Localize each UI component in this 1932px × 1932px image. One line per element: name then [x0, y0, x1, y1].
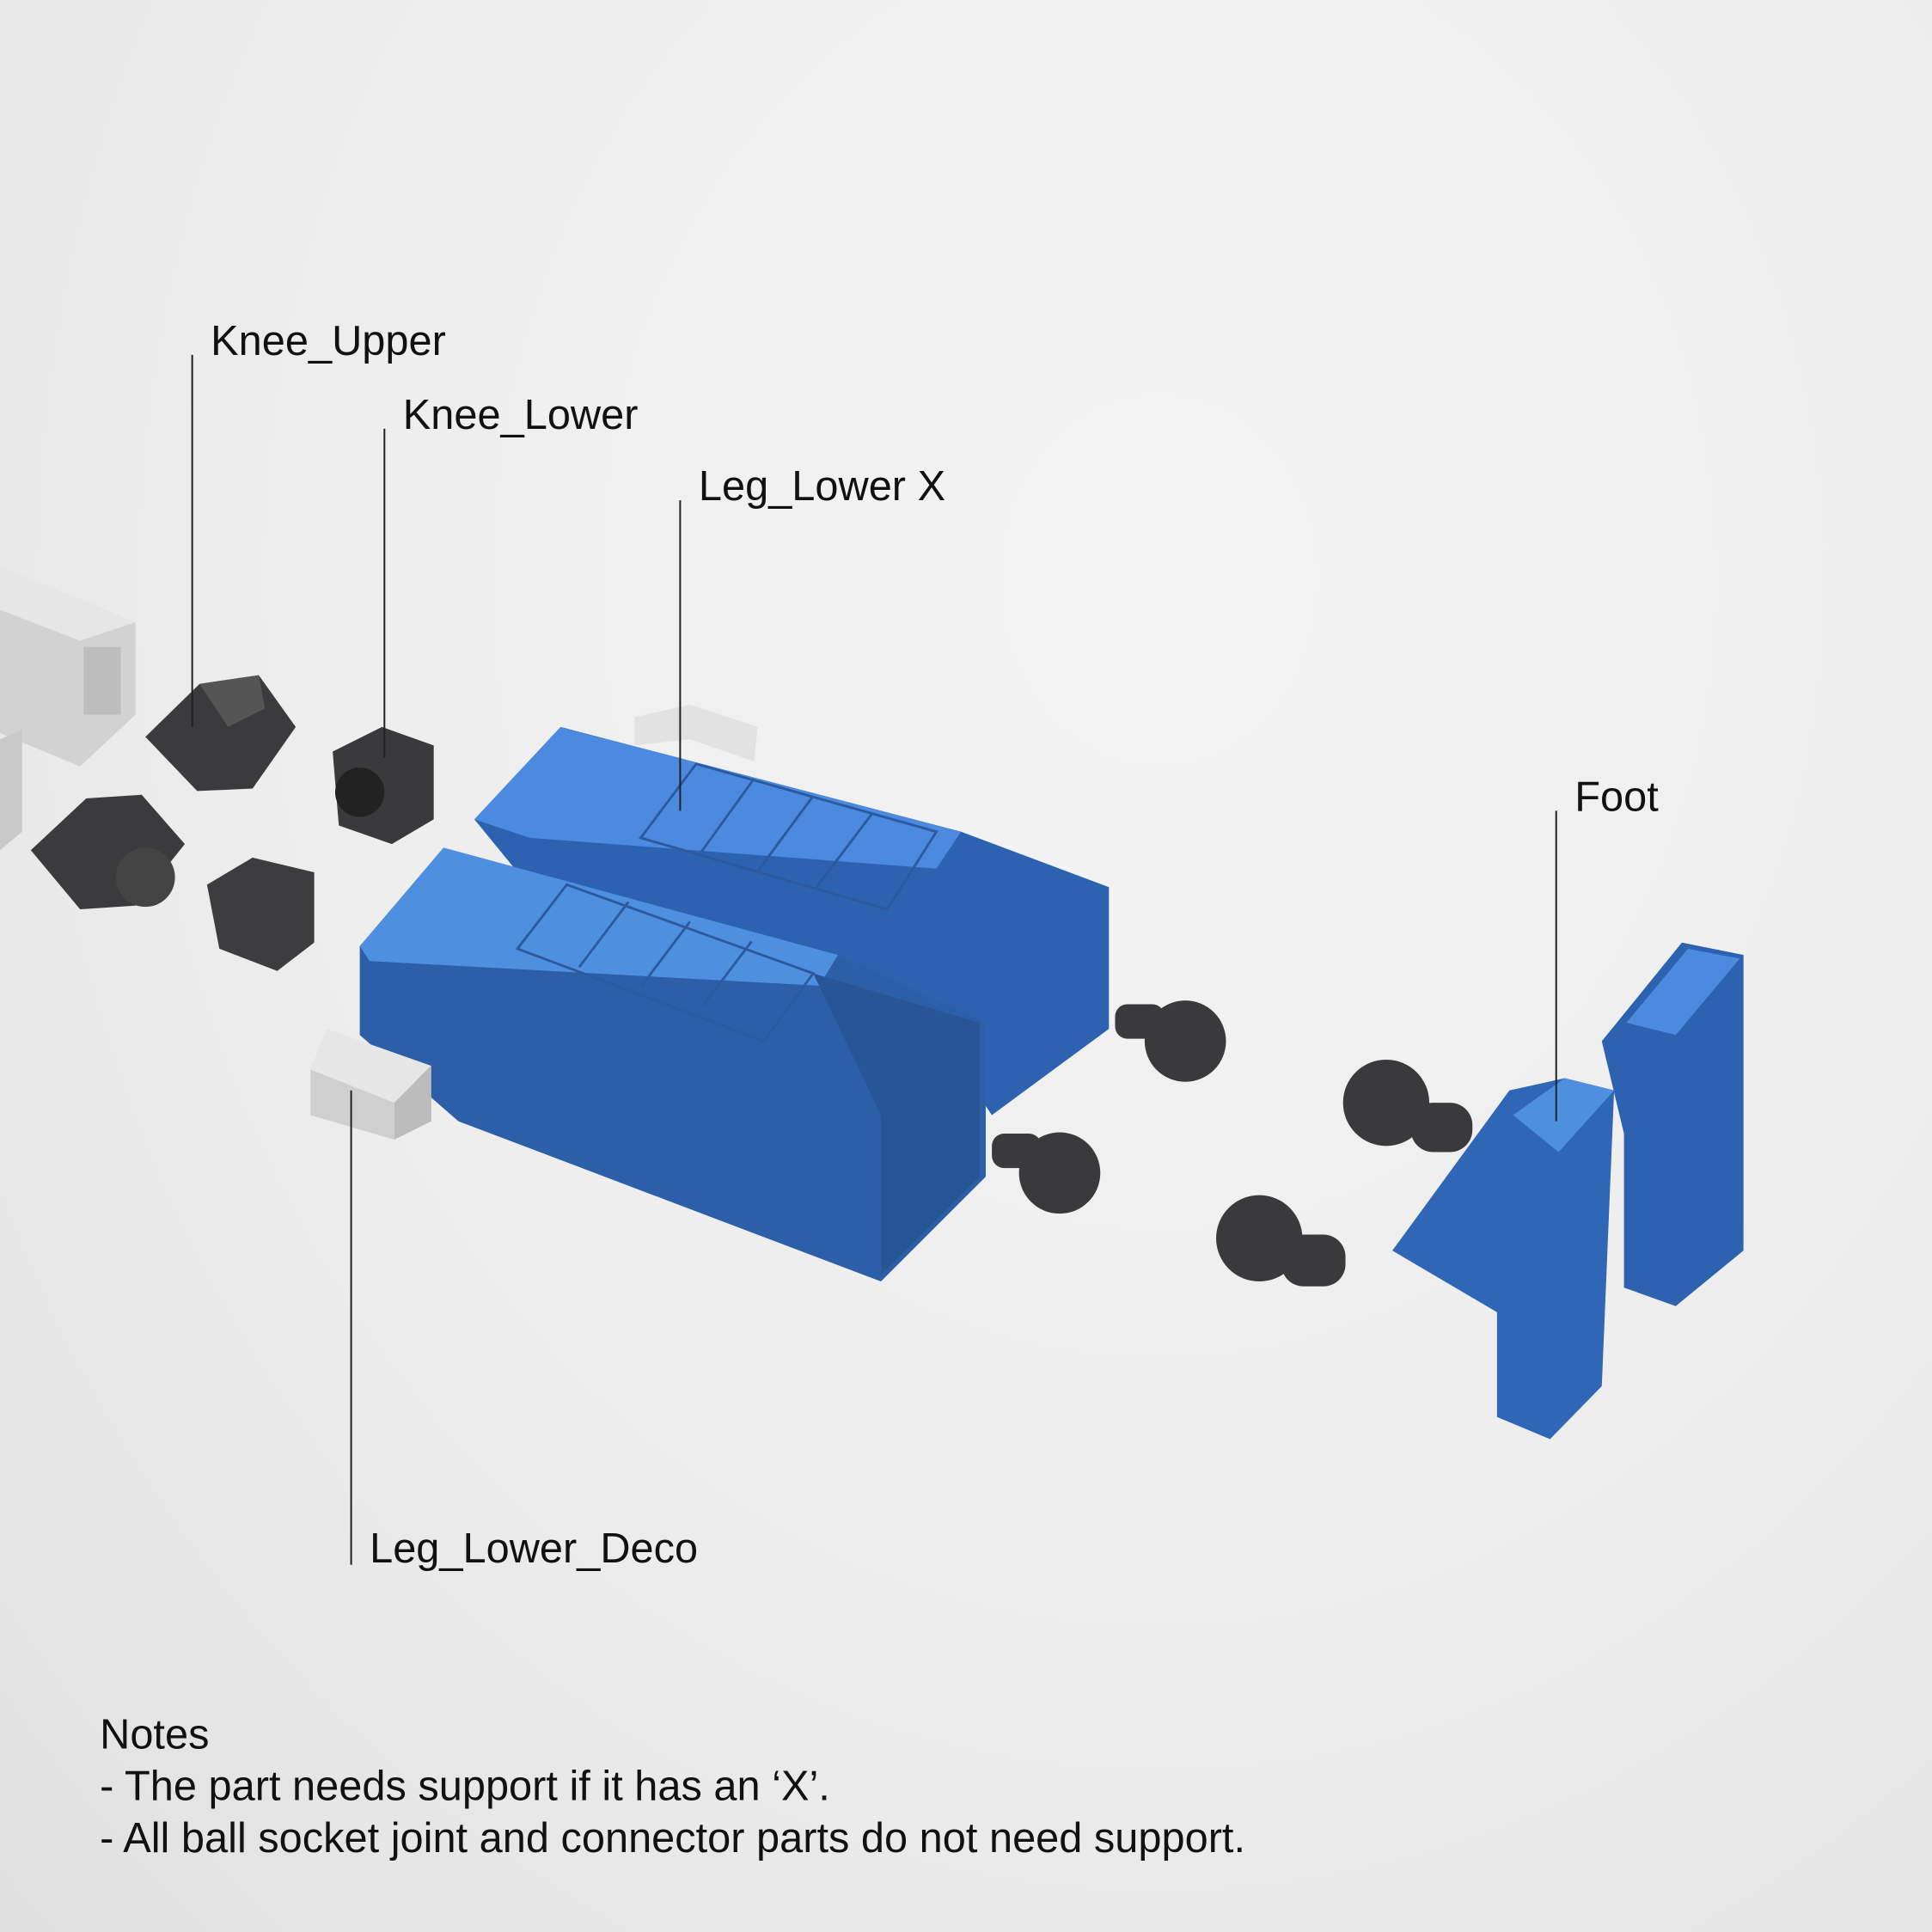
leg-lower-x-label: Leg_Lower X: [699, 463, 945, 510]
notes-line: - All ball socket joint and connector pa…: [100, 1815, 1245, 1862]
leg-lower-deco-rear: [634, 705, 758, 762]
knee-lower-part: [206, 726, 434, 971]
ball-joints: [992, 1000, 1473, 1287]
leg-lower-deco-label: Leg_Lower_Deco: [370, 1525, 698, 1572]
leg-lower-x-front: [359, 847, 986, 1282]
upper-leg-part: [0, 566, 136, 851]
knee-lower-label: Knee_Lower: [403, 392, 639, 438]
foot-part: [1392, 942, 1744, 1440]
foot-label: Foot: [1574, 773, 1659, 820]
notes-line: - The part needs support if it has an ‘X…: [100, 1764, 830, 1810]
knee-upper-part: [30, 675, 297, 910]
notes-title: Notes: [100, 1711, 209, 1758]
leg-lower-deco-front: [310, 1029, 431, 1140]
knee-upper-label: Knee_Upper: [211, 318, 446, 364]
